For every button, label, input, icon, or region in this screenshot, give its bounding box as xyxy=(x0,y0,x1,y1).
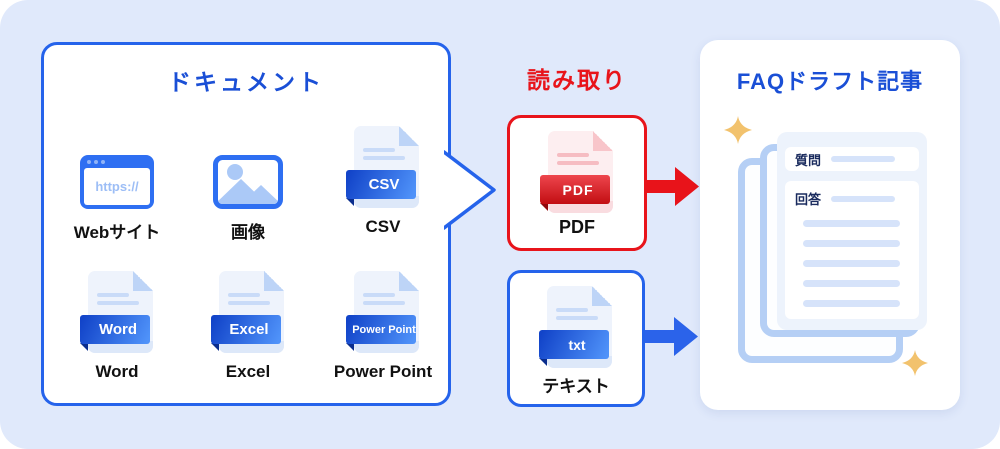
browser-body: https:// xyxy=(84,168,150,205)
excel-file-icon: Excel xyxy=(211,271,285,353)
document-item-label: 画像 xyxy=(231,223,265,242)
document-item-label: Webサイト xyxy=(73,223,161,242)
page-fold xyxy=(264,271,284,291)
browser-dot-icon xyxy=(94,159,98,164)
page-fold xyxy=(593,131,613,151)
text-placeholder-line xyxy=(803,220,900,227)
text-placeholder-line xyxy=(803,240,900,247)
browser-dot-icon xyxy=(87,159,91,164)
text-placeholder-line xyxy=(803,300,900,307)
file-badge: txt xyxy=(539,330,609,359)
faq-document-page: 質問 回答 xyxy=(777,132,927,330)
pdf-file-icon: PDF xyxy=(540,131,614,213)
browser-url-text: https:// xyxy=(95,179,139,194)
reading-title: 読み取り xyxy=(527,67,627,93)
question-row: 質問 xyxy=(785,147,919,171)
csv-file-icon: CSV xyxy=(346,126,420,208)
page-fold xyxy=(133,271,153,291)
text-box: txt テキスト xyxy=(507,270,645,407)
pdf-box: PDF PDF xyxy=(507,115,647,251)
documents-box: ドキュメント https:// Webサイト xyxy=(41,42,496,406)
text-placeholder-line xyxy=(803,280,900,287)
text-box-label: テキスト xyxy=(542,377,610,396)
text-placeholder-line xyxy=(803,260,900,267)
answer-row: 回答 xyxy=(785,181,919,208)
document-item-powerpoint: Power Point Power Point xyxy=(318,271,448,382)
page-fold xyxy=(399,271,419,291)
browser-titlebar xyxy=(80,155,154,168)
file-badge: Excel xyxy=(211,315,281,344)
document-item-website: https:// Webサイト xyxy=(52,141,182,243)
word-file-icon: Word xyxy=(80,271,154,353)
document-item-label: CSV xyxy=(365,217,401,236)
file-badge: CSV xyxy=(346,170,416,199)
box-pointer-chevron-icon xyxy=(444,150,496,230)
text-placeholder-line xyxy=(831,195,896,202)
text-placeholder-line xyxy=(831,156,896,162)
faq-panel-title: FAQドラフト記事 xyxy=(736,69,924,94)
answer-section: 回答 xyxy=(785,181,919,319)
sparkle-icon xyxy=(902,350,928,376)
document-item-label: Word xyxy=(95,362,139,381)
document-item-word: Word Word xyxy=(52,271,182,382)
faq-panel: FAQドラフト記事 質問 回答 xyxy=(700,40,960,410)
txt-file-icon: txt xyxy=(539,286,613,368)
document-item-label: Excel xyxy=(225,362,271,381)
document-item-label: Power Point xyxy=(333,362,433,381)
blue-arrow-icon xyxy=(645,317,698,356)
red-arrow-icon xyxy=(646,167,699,206)
file-badge: Power Point xyxy=(346,315,416,344)
image-icon xyxy=(213,155,283,209)
browser-window-icon: https:// xyxy=(80,155,154,209)
pdf-box-label: PDF xyxy=(559,217,595,237)
browser-dot-icon xyxy=(101,159,105,164)
file-badge: PDF xyxy=(540,175,610,204)
document-item-image: 画像 xyxy=(183,141,313,243)
documents-box-title: ドキュメント xyxy=(168,69,324,95)
document-item-csv: CSV CSV xyxy=(318,126,448,237)
answer-label: 回答 xyxy=(795,192,822,207)
question-label: 質問 xyxy=(795,152,822,168)
page-fold xyxy=(592,286,612,306)
document-item-excel: Excel Excel xyxy=(183,271,313,382)
file-badge: Word xyxy=(80,315,150,344)
page-fold xyxy=(399,126,419,146)
powerpoint-file-icon: Power Point xyxy=(346,271,420,353)
sparkle-icon xyxy=(724,116,752,144)
